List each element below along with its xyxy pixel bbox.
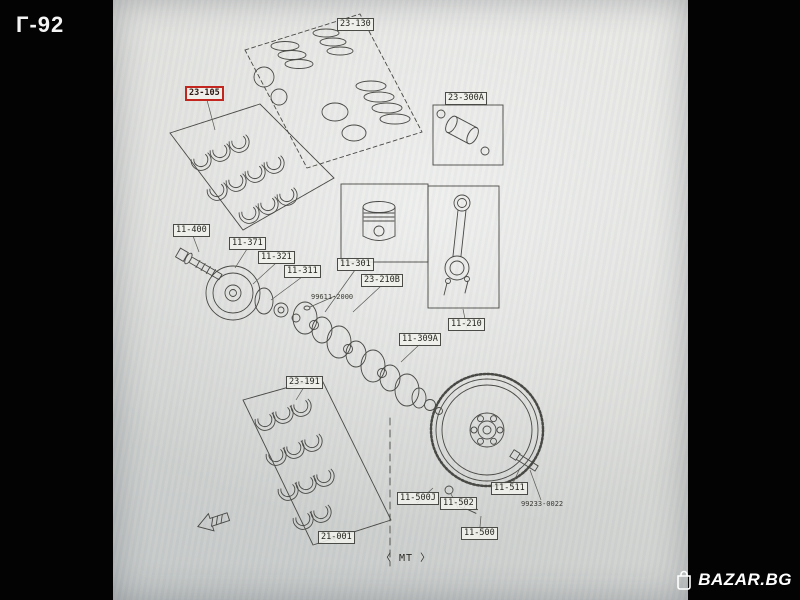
piston-pin-box (432, 104, 504, 166)
ref-number-99233-0022: 99233-0022 (521, 500, 564, 508)
leader-lines (192, 99, 542, 543)
part-label-23-130[interactable]: 23-130 (337, 18, 374, 31)
part-label-11-321[interactable]: 11-321 (258, 251, 295, 264)
part-label-11-500J[interactable]: 11-500J (397, 492, 439, 505)
mt-section-note: 〈 MT 〉 (381, 553, 432, 564)
pulley-bolt (174, 247, 223, 281)
part-label-21-001[interactable]: 21-001 (318, 531, 355, 544)
connecting-rod-box (427, 185, 500, 309)
flywheel-bolt (509, 449, 539, 472)
ref-number-99611-2000: 99611-2000 (311, 293, 354, 301)
site-watermark: BAZAR.BG (675, 570, 792, 590)
part-label-11-502[interactable]: 11-502 (440, 497, 477, 510)
part-label-11-301[interactable]: 11-301 (337, 258, 374, 271)
part-label-11-371[interactable]: 11-371 (229, 237, 266, 250)
part-label-11-311[interactable]: 11-311 (284, 265, 321, 278)
part-label-11-400[interactable]: 11-400 (173, 224, 210, 237)
part-label-11-511[interactable]: 11-511 (491, 482, 528, 495)
part-label-23-300A[interactable]: 23-300A (445, 92, 487, 105)
parts-catalog-screen: 23-130 23-105 23-300A 11-400 11-371 11-3… (113, 0, 688, 600)
flywheel-ring-gear (429, 372, 545, 488)
main-bearing-lower-box (242, 377, 392, 546)
part-label-23-191[interactable]: 23-191 (286, 376, 323, 389)
piston-rings-box (244, 13, 423, 169)
part-label-23-105-highlighted[interactable]: 23-105 (185, 86, 224, 101)
site-watermark-text: BAZAR.BG (698, 570, 792, 589)
photo-code-label: Г-92 (16, 12, 65, 37)
part-label-11-309A[interactable]: 11-309A (399, 333, 441, 346)
part-label-23-210B[interactable]: 23-210B (361, 274, 403, 287)
part-label-11-500[interactable]: 11-500 (461, 527, 498, 540)
shopping-bag-icon (677, 570, 692, 590)
fwd-arrow-icon (197, 512, 231, 532)
main-bearing-upper-box (169, 103, 335, 231)
part-label-11-210[interactable]: 11-210 (448, 318, 485, 331)
piston-box (340, 183, 429, 263)
